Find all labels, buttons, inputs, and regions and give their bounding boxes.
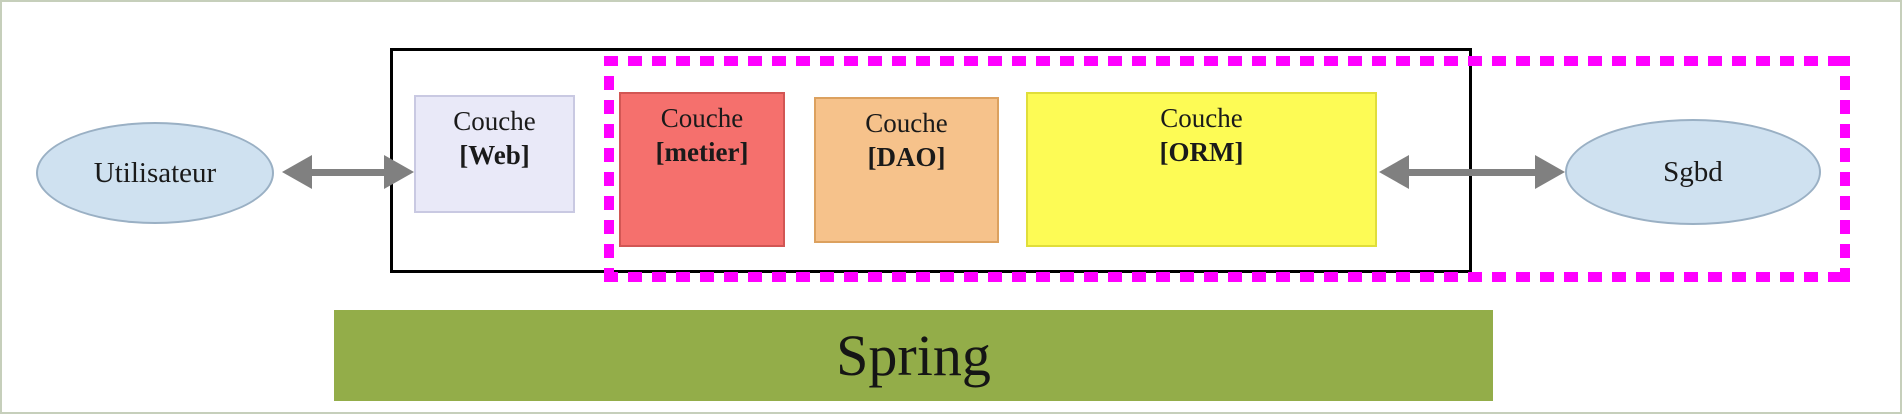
layer-orm-label-line1: Couche	[1160, 103, 1243, 133]
layer-metier-label-line2: [metier]	[655, 136, 749, 167]
spring-framework-bar: Spring	[334, 310, 1493, 401]
node-utilisateur-label: Utilisateur	[93, 156, 217, 189]
node-sgbd-label: Sgbd	[1663, 155, 1723, 188]
dotted-edge-bottom	[604, 272, 1850, 282]
arrow-shaft	[1409, 168, 1535, 176]
arrow-shaft	[312, 168, 384, 176]
layer-dao-label-line1: Couche	[865, 108, 948, 138]
node-sgbd: Sgbd	[1565, 119, 1821, 225]
layer-metier-box: Couche [metier]	[619, 92, 785, 247]
arrowhead-right-icon	[1535, 155, 1565, 189]
spring-framework-label: Spring	[836, 323, 991, 388]
arrowhead-left-icon	[1379, 155, 1409, 189]
layer-orm-label-line2: [ORM]	[1159, 136, 1244, 167]
dotted-edge-right	[1840, 56, 1850, 282]
layer-web-box: Couche [Web]	[414, 95, 575, 213]
arrowhead-right-icon	[384, 155, 414, 189]
node-utilisateur: Utilisateur	[36, 122, 274, 224]
connector-orm-to-db	[1379, 155, 1565, 189]
arrowhead-left-icon	[282, 155, 312, 189]
layer-dao-box: Couche [DAO]	[814, 97, 999, 243]
layer-dao-label-line2: [DAO]	[867, 141, 946, 172]
layer-orm-box: Couche [ORM]	[1026, 92, 1377, 247]
layer-web-label-line1: Couche	[453, 106, 536, 136]
layer-web-label-line2: [Web]	[459, 139, 530, 170]
connector-user-to-layers	[282, 155, 414, 189]
layer-metier-label-line1: Couche	[660, 103, 744, 133]
